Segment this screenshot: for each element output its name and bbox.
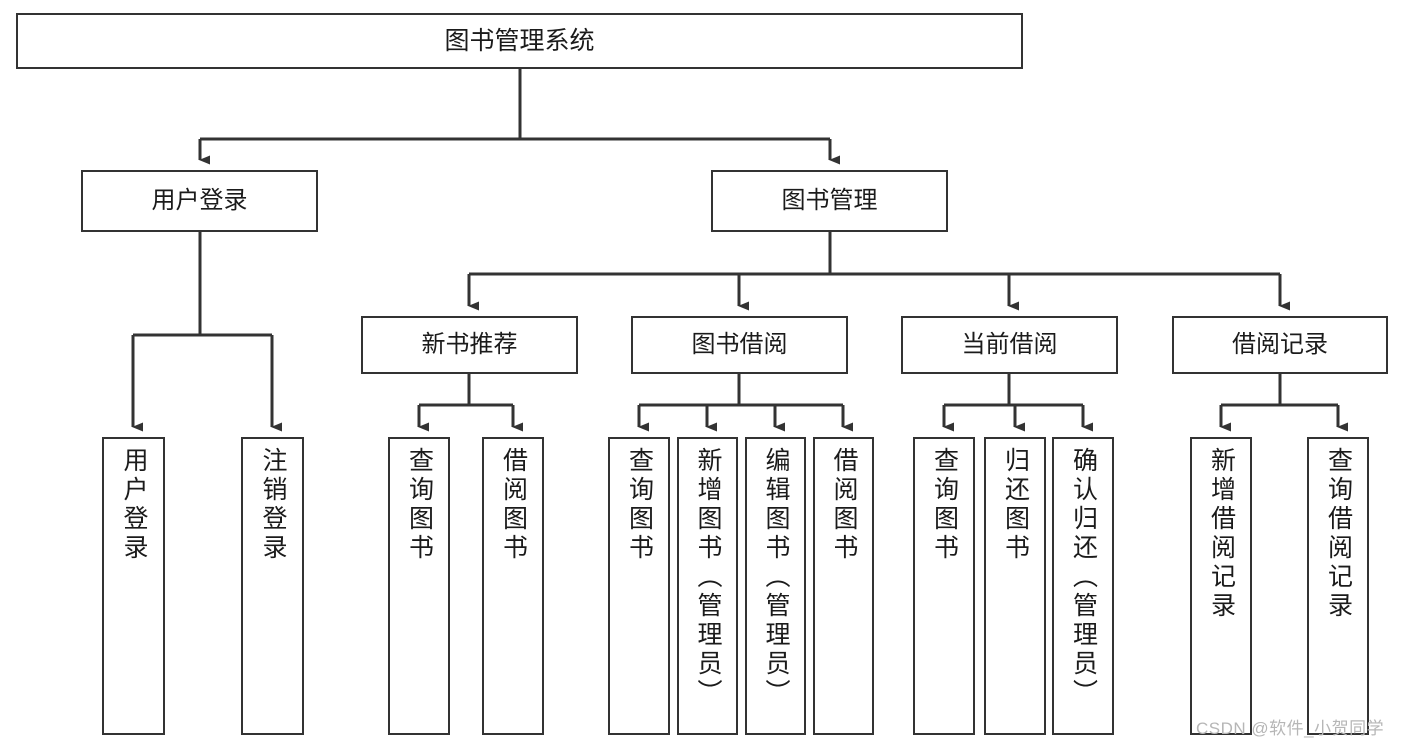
node-label: 用户登录 bbox=[151, 187, 248, 215]
leaf-current-query-book[interactable]: 查询图书 bbox=[913, 437, 975, 735]
node-label: 用户登录 bbox=[120, 447, 148, 563]
leaf-borrow-lend-book[interactable]: 借阅图书 bbox=[813, 437, 874, 735]
node-label: 查询图书 bbox=[625, 447, 654, 563]
node-label: 图书管理 bbox=[781, 187, 878, 215]
node-label: 当前借阅 bbox=[961, 331, 1058, 359]
leaf-borrow-query-book[interactable]: 查询图书 bbox=[608, 437, 670, 735]
node-label: 归还图书 bbox=[1001, 447, 1030, 563]
leaf-borrow-edit-book-admin[interactable]: 编辑图书（管理员） bbox=[745, 437, 806, 735]
leaf-current-return-book[interactable]: 归还图书 bbox=[984, 437, 1046, 735]
node-label: 编辑图书（管理员） bbox=[762, 447, 790, 708]
node-label: 查询图书 bbox=[930, 447, 959, 563]
node-current-borrow[interactable]: 当前借阅 bbox=[901, 316, 1118, 374]
node-label: 图书借阅 bbox=[691, 331, 788, 359]
node-label: 图书管理系统 bbox=[444, 26, 595, 55]
node-label: 查询借阅记录 bbox=[1324, 447, 1353, 621]
leaf-records-query-record[interactable]: 查询借阅记录 bbox=[1307, 437, 1369, 735]
node-label: 新书推荐 bbox=[421, 331, 518, 359]
leaf-borrow-add-book-admin[interactable]: 新增图书（管理员） bbox=[677, 437, 738, 735]
leaf-current-confirm-return-admin[interactable]: 确认归还（管理员） bbox=[1052, 437, 1114, 735]
leaf-new-book-borrow[interactable]: 借阅图书 bbox=[482, 437, 544, 735]
node-label: 新增借阅记录 bbox=[1207, 447, 1236, 621]
node-root-book-management-system[interactable]: 图书管理系统 bbox=[16, 13, 1023, 69]
node-label: 借阅图书 bbox=[830, 447, 858, 563]
leaf-records-add-record[interactable]: 新增借阅记录 bbox=[1190, 437, 1252, 735]
node-label: 借阅记录 bbox=[1232, 331, 1328, 359]
node-new-book-recommend[interactable]: 新书推荐 bbox=[361, 316, 578, 374]
leaf-user-login[interactable]: 用户登录 bbox=[102, 437, 165, 735]
leaf-user-logout[interactable]: 注销登录 bbox=[241, 437, 304, 735]
node-book-management[interactable]: 图书管理 bbox=[711, 170, 948, 232]
leaf-new-book-query[interactable]: 查询图书 bbox=[388, 437, 450, 735]
node-book-borrow[interactable]: 图书借阅 bbox=[631, 316, 848, 374]
node-borrow-records[interactable]: 借阅记录 bbox=[1172, 316, 1388, 374]
node-label: 注销登录 bbox=[259, 447, 287, 563]
node-label: 借阅图书 bbox=[499, 447, 528, 563]
node-label: 查询图书 bbox=[405, 447, 434, 563]
node-label: 确认归还（管理员） bbox=[1069, 447, 1098, 708]
node-label: 新增图书（管理员） bbox=[694, 447, 722, 708]
node-user-login[interactable]: 用户登录 bbox=[81, 170, 318, 232]
